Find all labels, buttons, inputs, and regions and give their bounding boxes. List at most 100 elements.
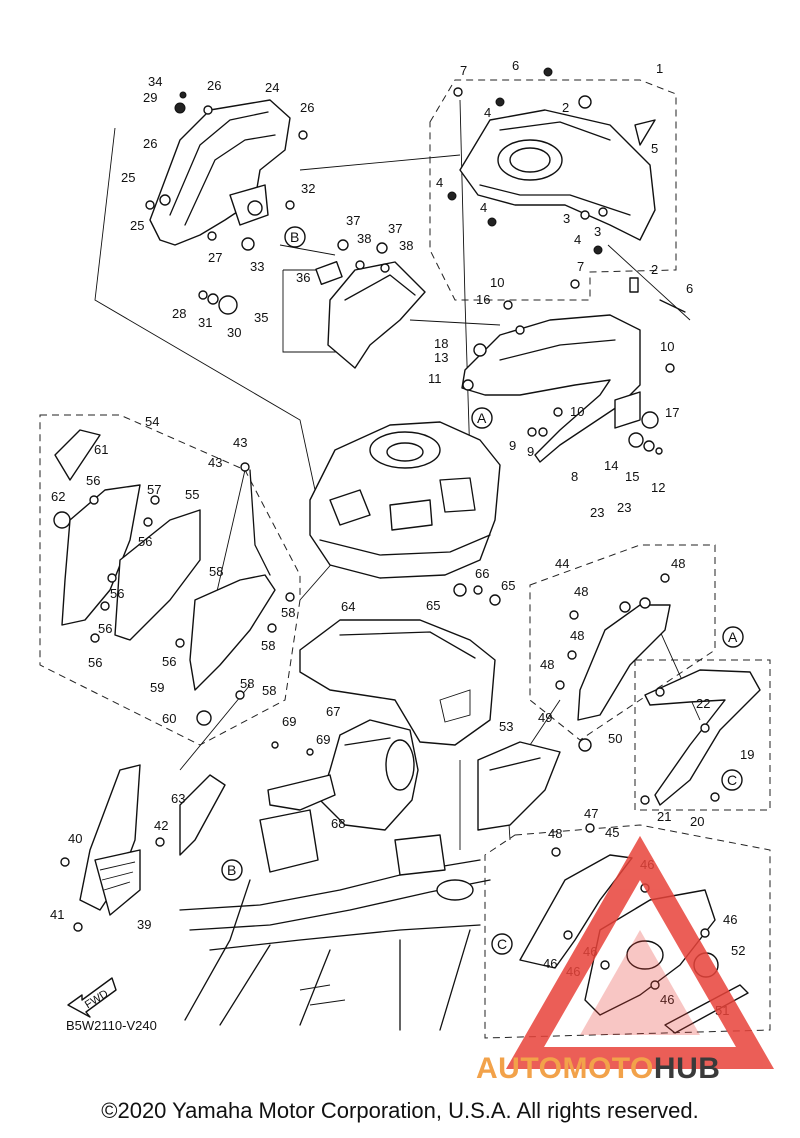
part-label-48: 48 [540, 657, 554, 672]
part-label-69: 69 [282, 714, 296, 729]
part-label-16: 16 [476, 292, 490, 307]
part-label-63: 63 [171, 791, 185, 806]
tank-bottom-cover-64 [299, 583, 501, 746]
part-label-66: 66 [475, 566, 489, 581]
part-label-44: 44 [555, 556, 569, 571]
callout-b-top: B [290, 229, 299, 245]
part-label-26: 26 [207, 78, 221, 93]
part-label-56: 56 [162, 654, 176, 669]
part-label-58: 58 [240, 676, 254, 691]
part-label-28: 28 [172, 306, 186, 321]
part-label-58: 58 [281, 605, 295, 620]
part-label-41: 41 [50, 907, 64, 922]
part-label-56: 56 [86, 473, 100, 488]
part-label-29: 29 [143, 90, 157, 105]
part-label-43: 43 [208, 455, 222, 470]
callout-a-side: A [728, 629, 738, 645]
part-label-46: 46 [660, 992, 674, 1007]
part-label-64: 64 [341, 599, 355, 614]
part-label-25: 25 [130, 218, 144, 233]
part-label-13: 13 [434, 350, 448, 365]
part-label-2: 2 [562, 100, 569, 115]
part-label-48: 48 [548, 826, 562, 841]
part-label-15: 15 [625, 469, 639, 484]
part-label-7: 7 [460, 63, 467, 78]
part-label-26: 26 [143, 136, 157, 151]
part-label-65: 65 [426, 598, 440, 613]
part-label-59: 59 [150, 680, 164, 695]
watermark-brand: AUTOMOTOHUB [476, 1052, 720, 1086]
part-label-67: 67 [326, 704, 340, 719]
part-label-47: 47 [584, 806, 598, 821]
part-label-17: 17 [665, 405, 679, 420]
lower-panel-39 [60, 764, 226, 932]
part-label-42: 42 [154, 818, 168, 833]
part-label-46: 46 [543, 956, 557, 971]
part-label-45: 45 [605, 825, 619, 840]
part-label-58: 58 [262, 683, 276, 698]
part-label-22: 22 [696, 696, 710, 711]
part-label-61: 61 [94, 442, 108, 457]
part-label-12: 12 [651, 480, 665, 495]
intake-67 [319, 719, 419, 831]
part-label-33: 33 [250, 259, 264, 274]
part-label-4: 4 [574, 232, 581, 247]
part-label-3: 3 [563, 211, 570, 226]
part-label-56: 56 [138, 534, 152, 549]
part-label-23: 23 [617, 500, 631, 515]
side-cover-19 [640, 669, 761, 806]
part-label-25: 25 [121, 170, 135, 185]
part-label-38: 38 [357, 231, 371, 246]
part-label-54: 54 [145, 414, 159, 429]
part-label-6: 6 [512, 58, 519, 73]
part-label-10: 10 [570, 404, 584, 419]
callout-b-frame: B [227, 862, 236, 878]
part-label-38: 38 [399, 238, 413, 253]
fuel-tank [309, 421, 501, 579]
part-label-56: 56 [110, 586, 124, 601]
part-label-4: 4 [484, 105, 491, 120]
part-label-62: 62 [51, 489, 65, 504]
cover-35 [315, 239, 426, 369]
part-label-5: 5 [651, 141, 658, 156]
part-label-4: 4 [436, 175, 443, 190]
part-label-65: 65 [501, 578, 515, 593]
part-label-26: 26 [300, 100, 314, 115]
meter-bracket [145, 91, 308, 315]
part-label-53: 53 [499, 719, 513, 734]
part-label-7: 7 [577, 259, 584, 274]
part-label-68: 68 [331, 816, 345, 831]
part-label-27: 27 [208, 250, 222, 265]
part-label-56: 56 [98, 621, 112, 636]
part-label-58: 58 [261, 638, 275, 653]
part-label-57: 57 [147, 482, 161, 497]
watermark-brand-part2: HUB [653, 1052, 721, 1085]
part-label-2: 2 [651, 262, 658, 277]
part-label-11: 11 [428, 371, 442, 386]
part-label-20: 20 [690, 814, 704, 829]
part-label-48: 48 [570, 628, 584, 643]
part-label-18: 18 [434, 336, 448, 351]
copyright-footer: ©2020 Yamaha Motor Corporation, U.S.A. A… [101, 1098, 699, 1123]
part-label-10: 10 [490, 275, 504, 290]
part-label-23: 23 [590, 505, 604, 520]
part-label-37: 37 [346, 213, 360, 228]
callout-markers [221, 226, 744, 955]
part-label-36: 36 [296, 270, 310, 285]
part-label-6: 6 [686, 281, 693, 296]
part-label-58: 58 [209, 564, 223, 579]
part-label-48: 48 [671, 556, 685, 571]
tank-cover-1 [447, 67, 686, 313]
part-label-48: 48 [574, 584, 588, 599]
part-label-10: 10 [660, 339, 674, 354]
part-label-1: 1 [656, 61, 663, 76]
bracket-68 [267, 741, 336, 811]
watermark-brand-part1: AUTOMOTO [476, 1052, 654, 1085]
part-label-34: 34 [148, 74, 162, 89]
part-label-52: 52 [731, 943, 745, 958]
part-label-43: 43 [233, 435, 247, 450]
left-panel-assembly [53, 429, 295, 726]
diagram-code: B5W2110-V240 [66, 1018, 157, 1033]
right-cover-44 [555, 573, 671, 752]
part-label-46: 46 [723, 912, 737, 927]
